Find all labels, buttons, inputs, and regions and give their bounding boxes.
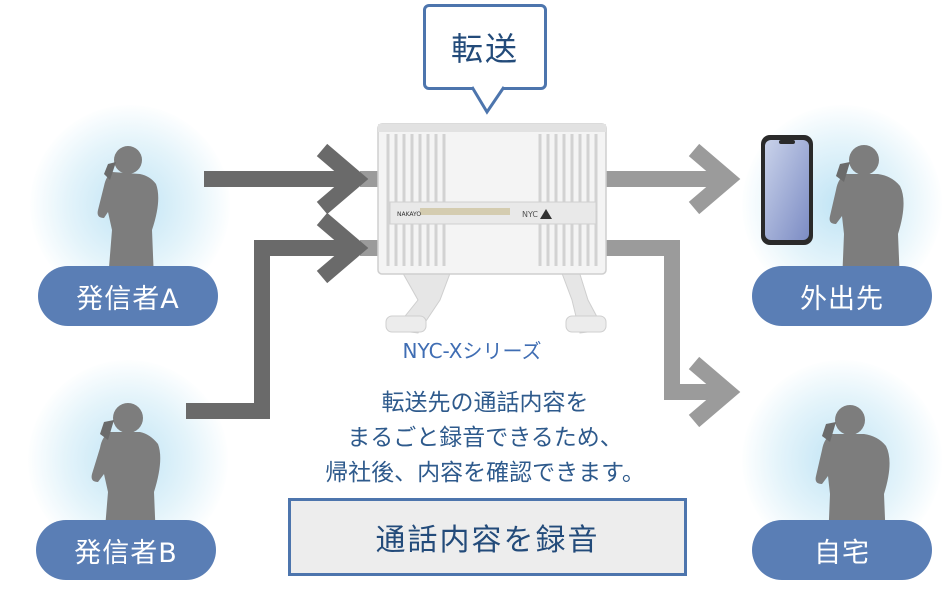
transfer-bubble: 転送 [423, 4, 547, 90]
description-line-2: まるごと録音できるため、 [347, 425, 623, 451]
caller-b-person-icon [91, 403, 161, 541]
home-badge: 自宅 [752, 520, 932, 580]
caller-b-label: 発信者B [74, 537, 178, 569]
remote-label: 外出先 [800, 283, 884, 315]
caller-a-person-icon [97, 146, 159, 280]
remote-person-icon [829, 145, 904, 283]
description-line-3: 帰社後、内容を確認できます。 [325, 460, 645, 486]
caller-a-label: 発信者A [76, 283, 180, 315]
caller-b-badge: 発信者B [36, 520, 216, 580]
remote-badge: 外出先 [752, 266, 932, 326]
incoming-arrow-a [204, 143, 369, 215]
caller-a-badge: 発信者A [38, 266, 218, 326]
transfer-bubble-tail [470, 86, 506, 115]
model-label: NYC-Xシリーズ [402, 339, 542, 363]
pbx-device: NAKAYO NYC [377, 123, 607, 334]
incoming-arrow-b [186, 212, 369, 419]
transfer-bubble-label: 転送 [450, 30, 519, 68]
record-box: 通話内容を録音 [288, 498, 687, 576]
description-text: 転送先の通話内容を まるごと録音できるため、 帰社後、内容を確認できます。 [260, 386, 710, 491]
record-box-label: 通話内容を録音 [375, 523, 600, 558]
home-person-icon [815, 405, 890, 543]
device-model-text: NYC [522, 210, 538, 219]
device-brand-text: NAKAYO [397, 211, 421, 218]
home-label: 自宅 [814, 537, 870, 569]
smartphone-icon [761, 135, 813, 245]
description-line-1: 転送先の通話内容を [381, 390, 589, 416]
